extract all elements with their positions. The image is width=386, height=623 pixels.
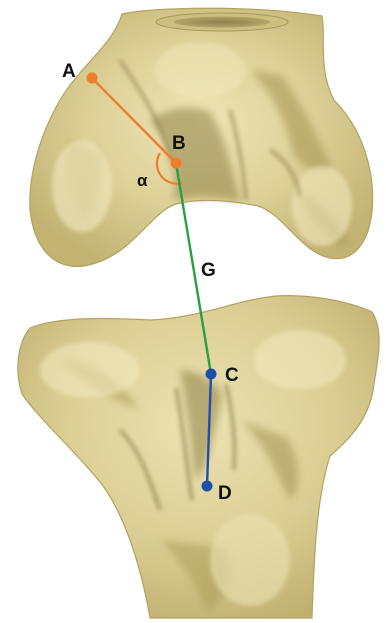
point-b-marker [171, 158, 182, 169]
point-c-marker [206, 369, 217, 380]
angle-alpha-label: α [137, 171, 148, 190]
point-a-label: A [62, 61, 76, 82]
point-c-label: C [225, 365, 239, 386]
femur-medullary-cavity [174, 17, 270, 28]
segment-g-label: G [201, 260, 216, 281]
point-d-marker [202, 481, 213, 492]
point-a-marker [87, 73, 98, 84]
tibia [18, 296, 379, 618]
femur [30, 8, 373, 266]
point-d-label: D [218, 483, 232, 504]
point-b-label: B [172, 133, 186, 154]
